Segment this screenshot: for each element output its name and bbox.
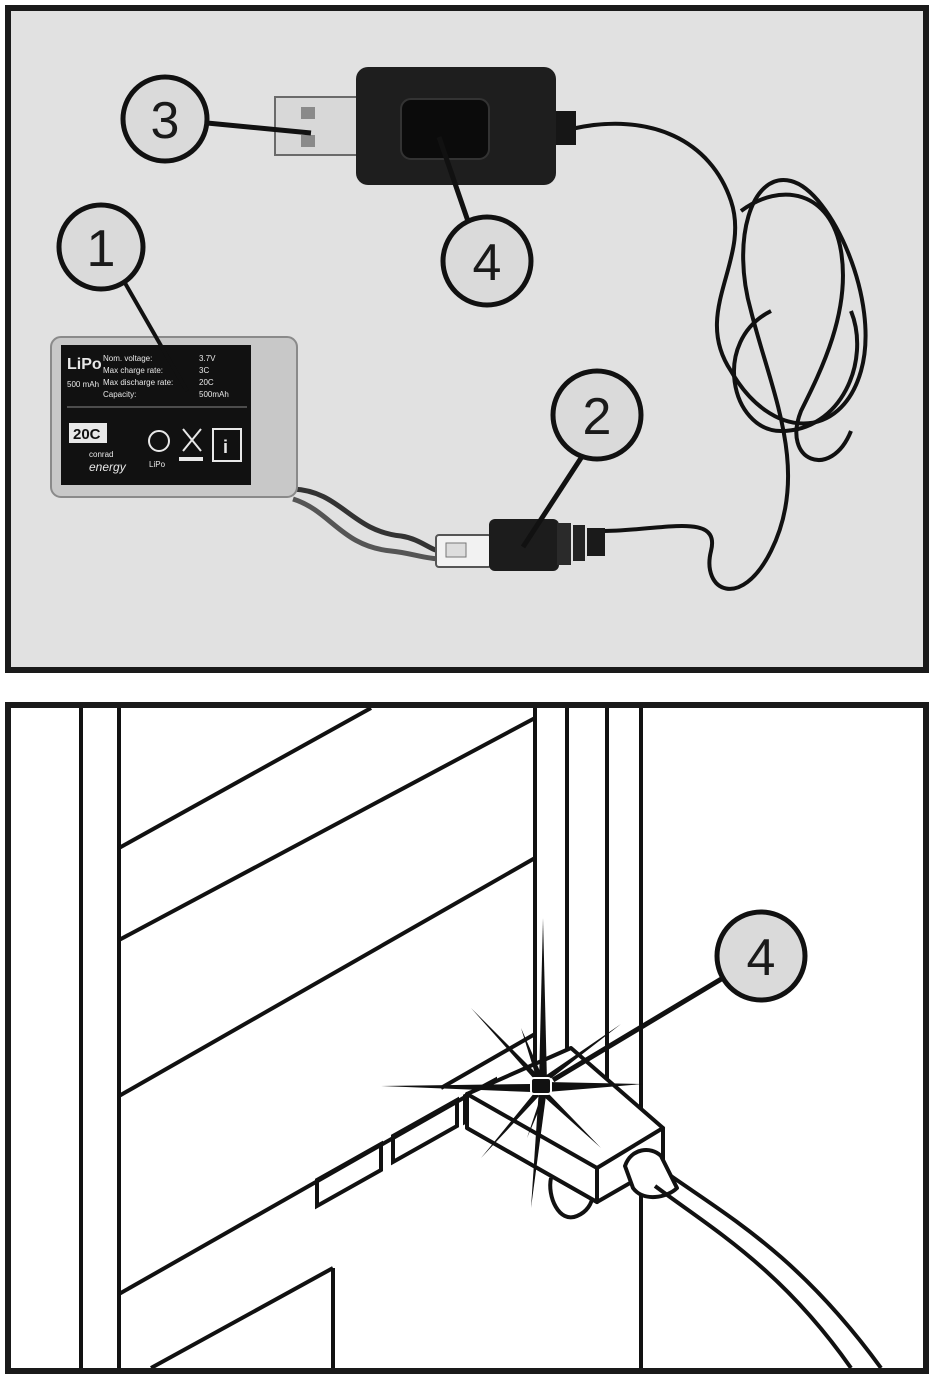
callout-4-photo: 4 xyxy=(440,214,534,308)
charging-cable xyxy=(570,121,868,591)
spec-value-0: 3.7V xyxy=(199,354,216,363)
battery-chemistry-text: LiPo xyxy=(67,356,102,373)
svg-text:2: 2 xyxy=(583,388,612,446)
callout-1: 1 xyxy=(56,202,146,292)
spec-name-0: Nom. voltage: xyxy=(103,354,152,363)
svg-text:i: i xyxy=(223,437,228,457)
battery-leads xyxy=(292,486,442,554)
spec-name-2: Max discharge rate: xyxy=(103,378,173,387)
brand-logo-text: conrad xyxy=(89,450,113,459)
lipo-battery: LiPo 500 mAh Nom. voltage: 3.7V Max char… xyxy=(50,336,298,498)
battery-capacity-side-text: 500 mAh xyxy=(67,380,99,389)
recycle-icon xyxy=(148,430,170,452)
spec-value-2: 20C xyxy=(199,378,214,387)
callout-3: 3 xyxy=(120,74,210,164)
computer-case-lines xyxy=(79,708,643,1368)
svg-text:4: 4 xyxy=(473,234,502,292)
usb-charger xyxy=(274,67,576,185)
svg-text:3: 3 xyxy=(151,92,180,150)
led-indicator-icon xyxy=(530,1077,552,1095)
usb-charger-plugged xyxy=(465,1046,679,1220)
callout-4-drawing: 4 xyxy=(714,909,808,1003)
svg-text:4: 4 xyxy=(747,929,776,987)
drawing-panel: 4 xyxy=(5,702,929,1374)
rating-badge: 20C xyxy=(73,426,101,443)
info-icon xyxy=(212,428,242,462)
no-disposal-icon xyxy=(182,428,202,452)
spec-value-1: 3C xyxy=(199,366,209,375)
photo-panel: LiPo 500 mAh Nom. voltage: 3.7V Max char… xyxy=(5,5,929,673)
callout-2: 2 xyxy=(550,368,644,462)
charger-photo: LiPo 500 mAh Nom. voltage: 3.7V Max char… xyxy=(50,67,868,591)
recycle-mark-text: LiPo xyxy=(149,460,166,469)
led-glow-burst xyxy=(381,918,643,1208)
spec-value-3: 500mAh xyxy=(199,390,229,399)
spec-name-3: Capacity: xyxy=(103,390,136,399)
svg-text:1: 1 xyxy=(87,220,116,278)
spec-name-1: Max charge rate: xyxy=(103,366,163,375)
battery-connector xyxy=(435,519,605,571)
cable-drawing xyxy=(653,1174,883,1368)
product-line-text: energy xyxy=(89,460,127,474)
usb-port-drawing: 4 xyxy=(79,708,883,1368)
